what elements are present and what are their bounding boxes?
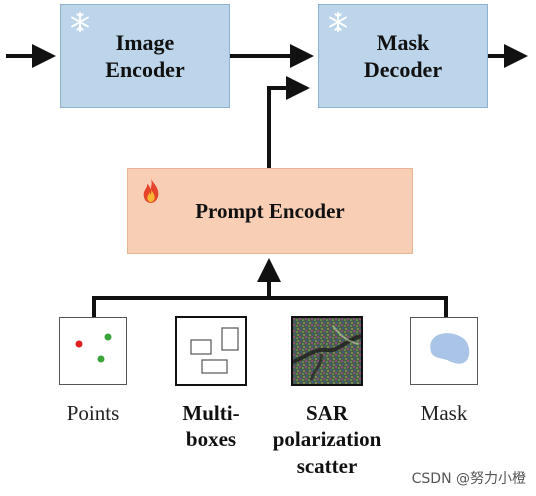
points-label: Points xyxy=(23,400,163,426)
prompt-to-decoder-arrow xyxy=(267,76,310,168)
sar-image-thumbnail xyxy=(291,316,363,386)
point-marker xyxy=(97,355,105,363)
image-encoder-line-2: Encoder xyxy=(105,57,185,82)
flame-icon xyxy=(143,178,159,203)
points-label-line-1: Points xyxy=(66,401,120,425)
mask-decoder-box: Mask Decoder xyxy=(318,4,488,108)
snowflake-icon xyxy=(71,11,89,33)
mask-decoder-line-1: Mask xyxy=(376,29,430,55)
point-marker xyxy=(75,340,83,348)
box-shape xyxy=(201,359,228,374)
box-shape xyxy=(190,339,212,355)
sar-label: SAR polarization scatter xyxy=(257,400,397,479)
prompt-encoder-label: Prompt Encoder xyxy=(195,198,345,223)
sar-label-line-2: polarization xyxy=(272,427,382,452)
box-shape xyxy=(221,327,239,351)
multi-boxes-label-line-1: Multi- xyxy=(182,401,240,425)
points-thumbnail xyxy=(59,317,127,385)
image-encoder-box: Image Encoder xyxy=(60,4,230,108)
mask-label-line-1: Mask xyxy=(420,401,468,425)
multi-boxes-label: Multi- boxes xyxy=(141,400,281,453)
watermark: CSDN @努力小橙 xyxy=(411,471,526,487)
prompt-encoder-box: Prompt Encoder xyxy=(127,168,413,254)
snowflake-icon xyxy=(329,11,347,33)
image-encoder-line-1: Image xyxy=(115,29,175,55)
mask-label: Mask xyxy=(374,400,514,426)
mask-decoder-line-2: Decoder xyxy=(363,57,443,82)
sar-label-line-3: scatter xyxy=(296,453,358,478)
multi-boxes-thumbnail xyxy=(175,316,247,386)
mask-blob xyxy=(430,333,470,364)
point-marker xyxy=(104,333,112,341)
mask-thumbnail xyxy=(410,317,478,385)
sar-label-line-1: SAR xyxy=(305,401,348,425)
prompt-inputs-bracket xyxy=(92,296,448,317)
multi-boxes-label-line-2: boxes xyxy=(185,427,237,452)
